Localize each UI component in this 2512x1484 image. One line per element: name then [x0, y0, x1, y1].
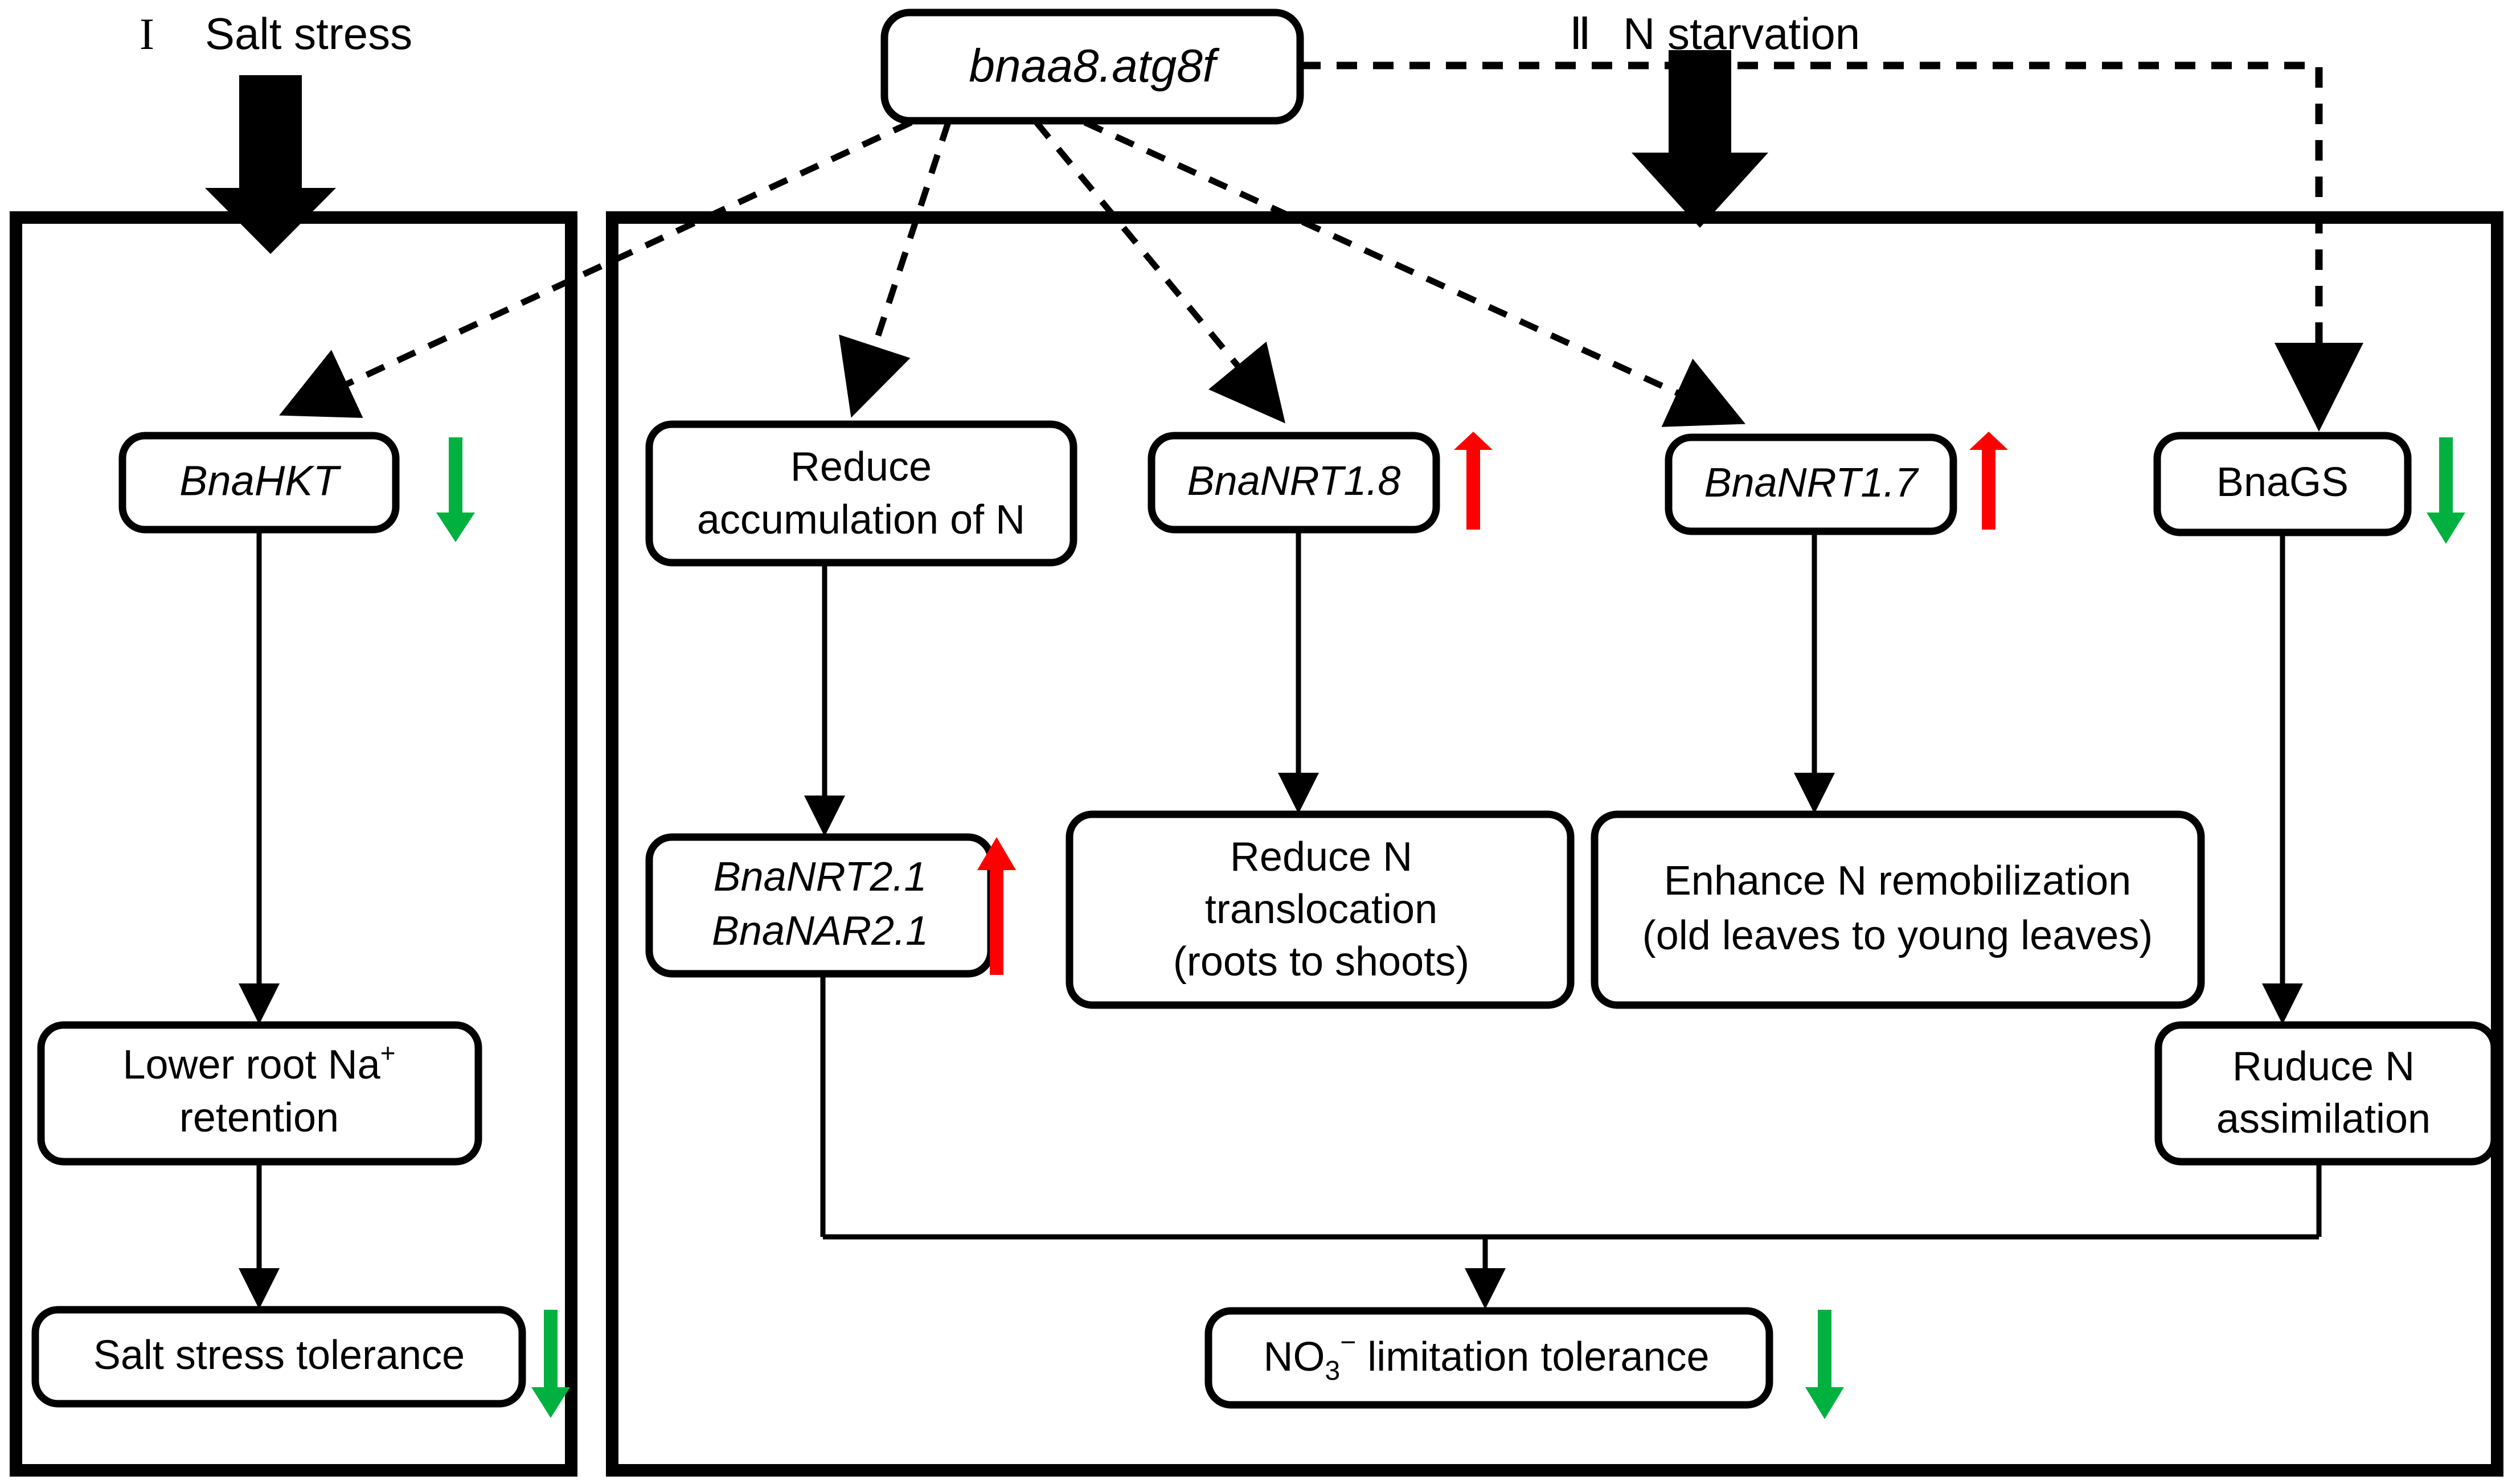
dashed-edge-to-gs	[1300, 62, 2363, 432]
node-n-remobilization[interactable]	[1591, 810, 2205, 1009]
node-n-remobilization-label-2: (old leaves to young leaves)	[1642, 913, 2153, 958]
node-reduce-accumulation-label-1: Reduce	[790, 444, 932, 490]
node-n-translocation-label-2: translocation	[1205, 887, 1437, 932]
node-n-translocation[interactable]	[1066, 810, 1575, 1009]
node-n-assimilation-label-1: Ruduce N	[2232, 1044, 2415, 1089]
node-nrt18[interactable]	[1148, 432, 1440, 534]
up-arrow-nrt18	[1454, 432, 1493, 530]
down-arrow-gs	[2427, 437, 2465, 544]
node-n-translocation-label-3: (roots to shoots)	[1173, 939, 1469, 985]
heading-salt-stress: Salt stress	[205, 9, 412, 59]
node-n-assimilation-label-2: assimilation	[2216, 1096, 2431, 1142]
dashed-edge-to-nrt17	[1083, 119, 1746, 427]
node-reduce-accumulation-label-2: accumulation of N	[697, 497, 1025, 543]
node-nrt2-label-1: BnaNRT2.1	[714, 854, 927, 900]
up-arrow-nrt2	[977, 837, 1016, 975]
node-na-retention-label-2: retention	[179, 1095, 339, 1141]
node-nrt17[interactable]	[1665, 433, 1957, 535]
n-starvation-block-arrow	[1632, 50, 1768, 228]
down-arrow-no3-tolerance	[1805, 1310, 1844, 1419]
node-nrt2-label-2: BnaNAR2.1	[712, 908, 928, 954]
dashed-edge-to-reduce-n	[839, 121, 952, 418]
node-nrt18-label: BnaNRT1.8	[1187, 458, 1401, 504]
salt-stress-panel	[10, 211, 577, 1477]
heading-numeral-1: I	[140, 9, 154, 59]
node-n-assimilation[interactable]	[2154, 1021, 2498, 1166]
n-starvation-panel	[606, 211, 2503, 1477]
node-no3-tolerance[interactable]	[1204, 1307, 1773, 1409]
node-n-remobilization-label-1: Enhance N remobilization	[1664, 858, 2131, 904]
node-salt-tolerance[interactable]	[31, 1306, 526, 1408]
dashed-edge-to-nrt18	[1034, 120, 1286, 424]
node-na-retention-label-1: Lower root Na+	[122, 1038, 395, 1088]
up-arrow-nrt17	[1969, 432, 2008, 530]
node-reduce-accumulation[interactable]	[645, 420, 1077, 567]
down-arrow-hkt	[436, 437, 475, 542]
heading-numeral-2: Ⅱ	[1570, 9, 1591, 59]
node-hkt-label: BnaHKT	[179, 457, 341, 505]
node-n-translocation-label-1: Reduce N	[1230, 834, 1412, 880]
heading-n-starvation: N starvation	[1623, 9, 1860, 59]
node-no3-tolerance-label: NO3− limitation tolerance	[1263, 1327, 1709, 1386]
node-nrt17-label: BnaNRT1.7	[1704, 460, 1920, 506]
salt-stress-block-arrow	[205, 75, 336, 254]
down-arrow-salt-tolerance	[531, 1310, 570, 1418]
node-salt-tolerance-label: Salt stress tolerance	[93, 1333, 465, 1378]
node-gs-label: BnaGS	[2216, 460, 2349, 505]
dashed-edge-to-hkt	[279, 120, 913, 418]
mutant-label: bnaa8.atg8f	[969, 40, 1219, 92]
